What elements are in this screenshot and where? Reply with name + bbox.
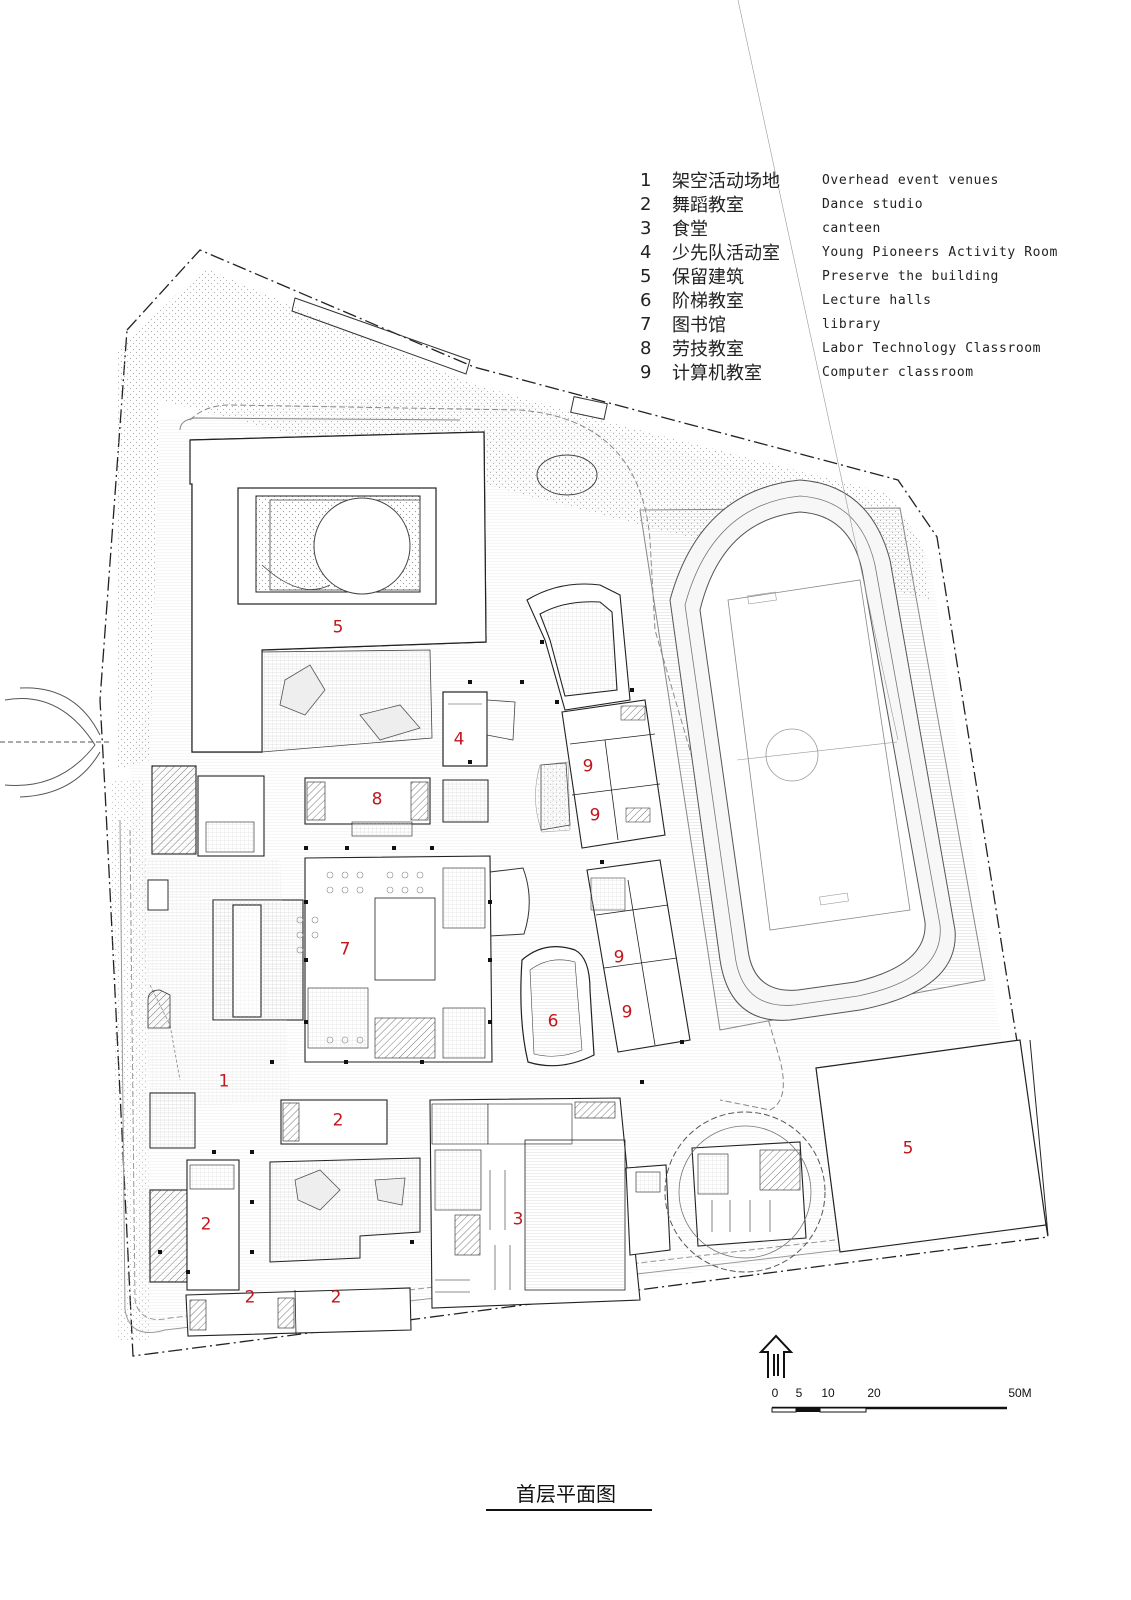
legend-number: 3 [640,217,652,239]
north-gate [570,396,608,420]
legend-number: 1 [640,169,652,191]
perimeter-road [119,819,841,1333]
legend-label-en: library [822,316,881,332]
legend-number: 8 [640,337,652,359]
legend-row: 3 食堂 canteen [640,216,1058,241]
ring-road [189,404,784,1111]
legend-label-cn: 保留建筑 [672,267,744,288]
computer-block-north [526,583,666,849]
scale-tick-5: 5 [795,1386,803,1400]
label-preserved-building-east: 5 [902,1138,914,1159]
dance-studio-south [185,1287,412,1337]
label-lecture-hall: 6 [547,1011,559,1032]
legend-row: 6 阶梯教室 Lecture halls [640,288,1058,313]
legend-label-cn: 架空活动场地 [672,171,780,192]
legend-label-en: Dance studio [822,196,924,212]
legend-number: 2 [640,193,652,215]
west-small-building [151,765,265,857]
legend-number: 9 [640,361,652,383]
legend-row: 1 架空活动场地 Overhead event venues [640,168,1058,193]
legend-row: 9 计算机教室 Computer classroom [640,360,1058,385]
legend-label-en: canteen [822,220,881,236]
pavilion-east [489,867,530,937]
legend-label-cn: 阶梯教室 [672,291,744,312]
label-computer-classroom-2: 9 [589,805,601,826]
label-canteen: 3 [512,1209,524,1230]
running-track [639,0,986,1031]
label-young-pioneers-room: 4 [453,729,465,750]
legend-label-en: Labor Technology Classroom [822,340,1042,356]
preserved-building-east [815,1039,1047,1253]
roundabout-outer [664,1111,826,1273]
legend-row: 2 舞蹈教室 Dance studio [640,192,1058,217]
legend-label-en: Young Pioneers Activity Room [822,244,1058,260]
preserved-building-north [189,431,487,753]
legend-row: 7 图书馆 library [640,312,1058,337]
legend-number: 7 [640,313,652,335]
label-dance-studio-south-2: 2 [330,1287,342,1308]
label-preserved-building-north: 5 [332,617,344,638]
label-computer-classroom-1: 9 [582,756,594,777]
label-library: 7 [339,939,351,960]
legend-label-en: Lecture halls [822,292,932,308]
legend-number: 5 [640,265,652,287]
label-dance-studio-south-1: 2 [244,1287,256,1308]
legend-label-cn: 计算机教室 [672,363,762,384]
legend-number: 4 [640,241,652,263]
scale-tick-0: 0 [771,1386,779,1400]
scale-tick-10: 10 [821,1386,835,1400]
dotted-landscape-north [118,268,930,770]
north-strip [291,297,471,375]
scale-tick-50m: 50M [1008,1386,1032,1400]
structural-columns [158,640,684,1274]
legend-label-cn: 少先队活动室 [672,243,780,264]
roundabout-inner [678,1125,812,1259]
scale-bar [771,1406,1007,1413]
legend-row: 5 保留建筑 Preserve the building [640,264,1058,289]
legend-label-en: Overhead event venues [822,172,999,188]
label-dance-studio-west: 2 [200,1214,212,1235]
ring-road-inner [179,417,461,431]
legend-label-cn: 食堂 [672,219,708,240]
legend-row: 8 劳技教室 Labor Technology Classroom [640,336,1058,361]
toilet-block-north [442,779,489,823]
label-computer-classroom-4: 9 [621,1002,633,1023]
drawing-title: 首层平面图 [516,1482,616,1506]
label-overhead-venue: 1 [218,1071,230,1092]
west-stair-block [149,1092,196,1149]
legend-label-cn: 图书馆 [672,315,726,336]
site-boundary [99,249,1049,1357]
west-entrance-road [0,687,110,798]
canteen [429,1097,641,1309]
legend-label-en: Computer classroom [822,364,974,380]
room-4 [442,691,516,767]
lecture-hall [520,946,595,1067]
room-8 [304,777,431,837]
east-building [625,1141,807,1256]
legend-number: 6 [640,289,652,311]
title-underline [486,1509,652,1511]
legend-label-en: Preserve the building [822,268,999,284]
label-labor-tech-classroom: 8 [371,789,383,810]
legend-label-cn: 劳技教室 [672,339,744,360]
label-dance-studio-center: 2 [332,1110,344,1131]
pavilion [535,761,571,833]
legend: 1 架空活动场地 Overhead event venues 2 舞蹈教室 Dance s… [640,168,1058,385]
overhead-area [140,860,290,1110]
north-arrow-icon [758,1334,794,1378]
dance-studio-center [280,1099,388,1145]
dance-studio-west [149,1159,240,1291]
scale-tick-20: 20 [867,1386,881,1400]
legend-row: 4 少先队活动室 Young Pioneers Activity Room [640,240,1058,265]
label-computer-classroom-3: 9 [613,947,625,968]
legend-label-cn: 舞蹈教室 [672,195,744,216]
computer-block-south [586,859,691,1053]
landscape-oval [536,454,598,496]
